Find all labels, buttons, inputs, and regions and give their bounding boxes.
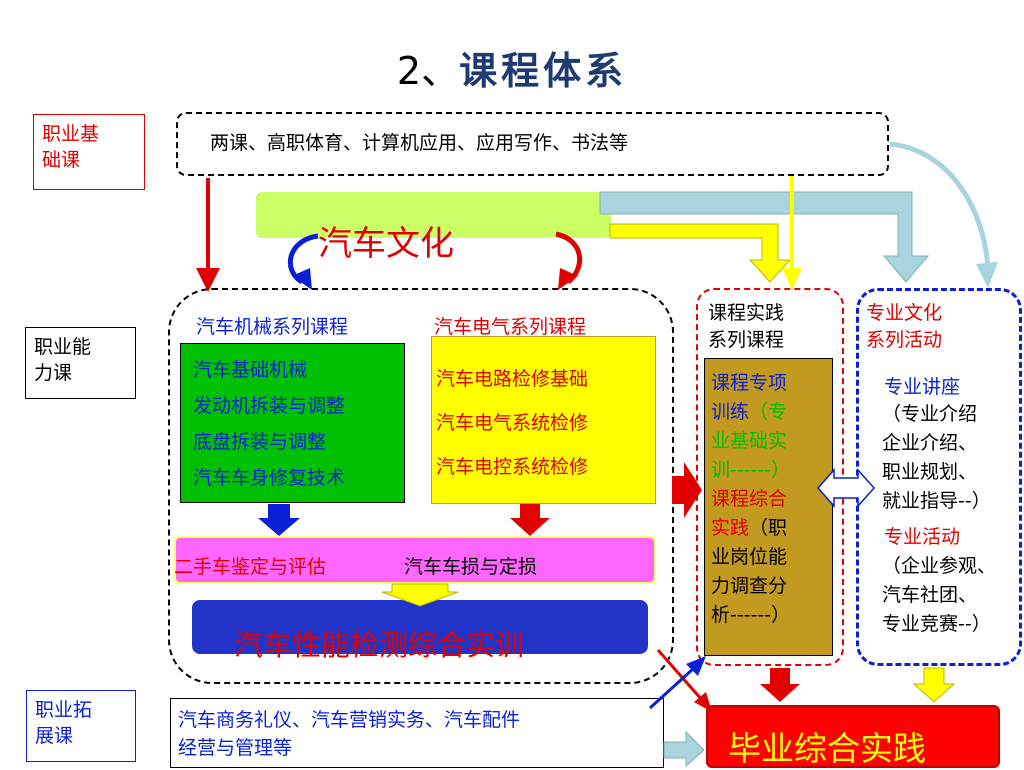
- mech-course-item: 汽车车身修复技术: [193, 467, 346, 489]
- red-diagonal-arrow: [656, 649, 712, 712]
- title-main: 课程体系: [459, 49, 628, 93]
- label-extend-courses: 职业拓 展课: [26, 690, 136, 762]
- practice-detail-box: 课程专项 训练（专 业基础实 训------） 课程综合 实践（职 业岗位能 力…: [704, 358, 833, 656]
- double-arrow: [816, 468, 876, 508]
- blue-block-arrow: [258, 504, 300, 536]
- activity-detail: （企业参观、 汽车社团、 专业竞赛--）: [882, 555, 997, 635]
- practice-series-container: [696, 288, 844, 666]
- practice-to-graduation-arrow: [760, 668, 800, 702]
- activity-label: 专业活动: [884, 526, 961, 548]
- auto-culture-bar: [256, 192, 611, 238]
- graduation-practice-label: 毕业综合实践: [728, 729, 926, 768]
- vehicle-damage-assessment: 汽车车损与定损: [404, 556, 538, 578]
- blue-diagonal-arrow: [648, 656, 706, 710]
- yellow-thin-arrow: [782, 176, 802, 290]
- label-basic-courses: 职业基 础课: [33, 114, 145, 190]
- practice-series-title: 课程实践 系列课程: [708, 302, 785, 351]
- elec-course-item: 汽车电控系统检修: [436, 456, 589, 478]
- red-down-arrow: [196, 178, 220, 292]
- elec-course-item: 汽车电气系统检修: [436, 412, 589, 434]
- lecture-detail: （专业介绍 企业介绍、 职业规划、 就业指导--）: [882, 403, 991, 512]
- mech-series-title: 汽车机械系列课程: [196, 316, 349, 338]
- label-ability-courses: 职业能 力课: [25, 327, 136, 399]
- page-title: 2、课程体系: [0, 40, 1024, 95]
- pink-bar: [174, 536, 656, 584]
- basic-courses-text: 两课、高职体育、计算机应用、应用写作、书法等: [210, 132, 629, 154]
- mech-course-item: 汽车基础机械: [193, 359, 308, 381]
- special-training-detail: （专 业基础实 训------）: [711, 401, 791, 481]
- blue-curve-arrow: [287, 233, 319, 290]
- lightblue-curve-arrow: [889, 141, 998, 288]
- elec-courses-box: 汽车电路检修基础 汽车电气系统检修 汽车电控系统检修: [431, 336, 656, 504]
- lecture-label: 专业讲座: [884, 376, 961, 398]
- extend-to-graduation-arrow: [663, 730, 705, 768]
- red-block-arrow: [510, 504, 550, 536]
- mech-courses-box: 汽车基础机械 发动机拆装与调整 底盘拆装与调整 汽车车身修复技术: [180, 343, 405, 503]
- special-training-label: 课程专项 训练: [711, 372, 788, 423]
- elec-course-item: 汽车电路检修基础: [436, 368, 589, 390]
- yellow-block-arrow: [381, 583, 459, 607]
- performance-test-bar: [192, 600, 648, 654]
- used-car-appraisal: 二手车鉴定与评估: [174, 556, 327, 578]
- mech-course-item: 底盘拆装与调整: [193, 431, 327, 453]
- comprehensive-practice-detail: （职 业岗位能 力调查分 析------）: [711, 517, 791, 626]
- lightblue-l-arrow: [599, 191, 930, 283]
- auto-culture-label: 汽车文化: [318, 224, 454, 264]
- basic-courses-box: [176, 112, 889, 176]
- activities-to-graduation-arrow: [912, 667, 956, 703]
- red-right-arrow: [672, 462, 702, 518]
- extend-courses-text: 汽车商务礼仪、汽车营销实务、汽车配件 经营与管理等: [178, 709, 521, 759]
- yellow-l-arrow: [609, 223, 792, 283]
- elec-series-title: 汽车电气系列课程: [434, 316, 587, 338]
- mech-course-item: 发动机拆装与调整: [193, 395, 346, 417]
- red-curve-arrow: [555, 231, 583, 290]
- graduation-practice-box: [706, 705, 1000, 768]
- comprehensive-practice-label: 课程综合 实践: [711, 488, 788, 539]
- title-prefix: 2、: [396, 49, 460, 93]
- culture-activities-title: 专业文化 系列活动: [866, 302, 943, 351]
- performance-test-label: 汽车性能检测综合实训: [234, 628, 525, 662]
